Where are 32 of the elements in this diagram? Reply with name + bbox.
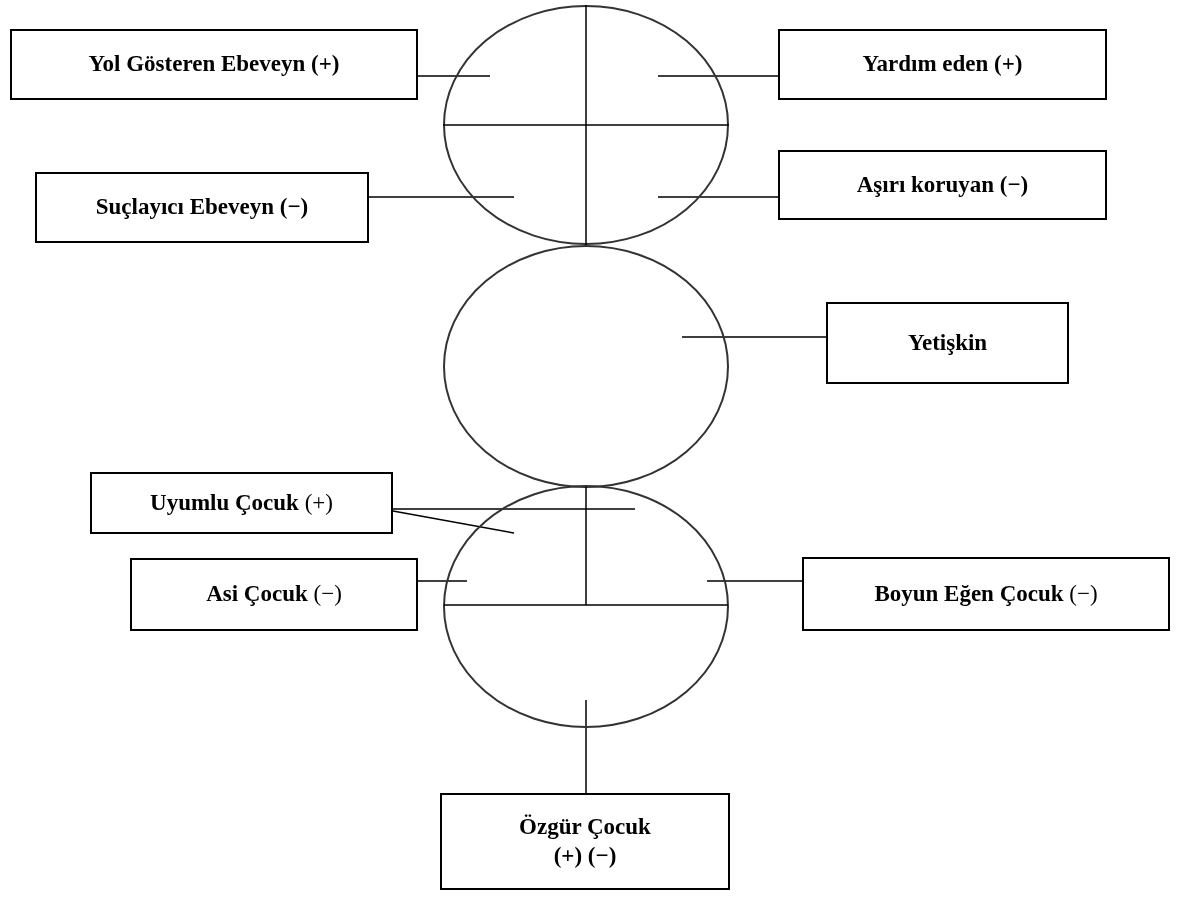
box-label: (+) (−) — [553, 841, 617, 870]
leader-line — [417, 580, 468, 582]
leader-line — [368, 196, 515, 198]
box-label: Yol Gösteren Ebeveyn (+) — [88, 50, 340, 79]
ego-state-circle — [443, 245, 729, 488]
label-box — [440, 793, 730, 890]
box-label: Yardım eden (+) — [862, 50, 1023, 79]
leader-line — [681, 336, 827, 338]
label-box — [90, 472, 393, 534]
leader-line — [392, 510, 515, 534]
label-box — [778, 150, 1107, 220]
label-box — [826, 302, 1069, 384]
leader-line — [657, 196, 779, 198]
box-label: Asi Çocuk (−) — [206, 580, 342, 609]
box-label: Özgür Çocuk — [519, 812, 651, 841]
ego-state-circle — [443, 485, 729, 728]
leader-line — [585, 699, 587, 794]
box-label: Yetişkin — [907, 328, 988, 357]
label-box — [778, 29, 1107, 100]
leader-line — [392, 508, 636, 510]
leader-line — [417, 75, 491, 77]
box-label: Suçlayıcı Ebeveyn (−) — [95, 193, 309, 222]
leader-line — [657, 75, 779, 77]
label-box — [802, 557, 1170, 631]
label-box — [35, 172, 369, 243]
ego-state-circle — [443, 5, 729, 245]
box-label: Boyun Eğen Çocuk (−) — [874, 579, 1098, 608]
box-label: Aşırı koruyan (−) — [856, 170, 1029, 199]
leader-line — [706, 580, 803, 582]
box-label: Uyumlu Çocuk (+) — [150, 488, 333, 517]
label-box — [130, 558, 418, 631]
label-box — [10, 29, 418, 100]
